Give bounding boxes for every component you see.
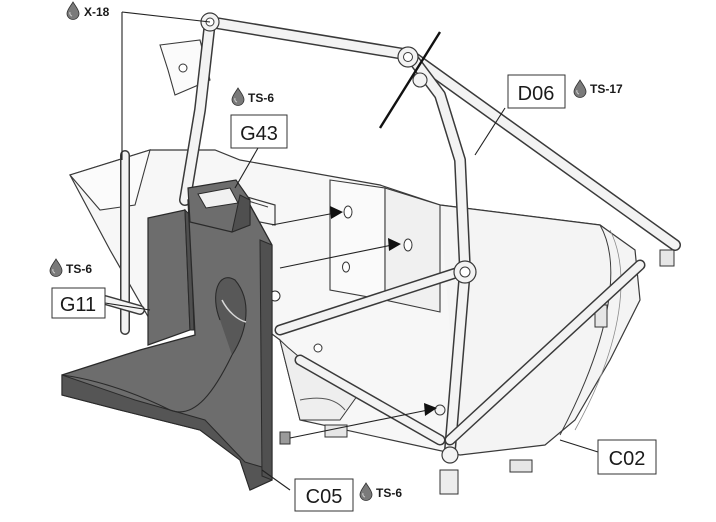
roll-cage — [100, 12, 681, 495]
part-box-d06 — [507, 74, 566, 109]
paint-code-x18: X-18 — [84, 5, 110, 19]
paint-drop-icon — [359, 482, 373, 501]
part-box-c02 — [597, 439, 657, 475]
assembly-arrows — [271, 206, 437, 439]
label-g43: TS-6 G43 — [230, 87, 288, 149]
part-box-g43 — [230, 114, 288, 149]
part-code-d06: D06 — [518, 83, 555, 105]
paint-code-ts17: TS-17 — [590, 82, 623, 96]
arrow-head-icon — [330, 206, 343, 219]
leader-lines — [104, 11, 599, 491]
paint-drop-icon — [573, 79, 587, 98]
seat-assembly — [61, 179, 291, 491]
g11-part — [147, 209, 191, 346]
paint-drop-icon — [66, 1, 80, 20]
paint-code-ts6-g43: TS-6 — [248, 91, 274, 105]
label-g11: TS-6 G11 — [49, 258, 106, 319]
cut-line — [378, 31, 442, 129]
label-c05: C05 TS-6 — [294, 478, 402, 512]
part-code-c02: C02 — [609, 448, 646, 470]
paint-drop-icon — [49, 258, 63, 277]
part-code-g11: G11 — [60, 294, 96, 316]
part-code-g43: G43 — [240, 123, 278, 145]
paint-code-ts6-c05: TS-6 — [376, 486, 402, 500]
paint-drop-icon — [231, 87, 245, 106]
arrow-head-icon — [424, 403, 437, 416]
label-d06: D06 TS-17 — [507, 74, 623, 109]
part-code-c05: C05 — [306, 486, 343, 508]
arrow-head-icon — [388, 238, 401, 251]
label-x18: X-18 — [66, 1, 110, 20]
part-box-c05 — [294, 478, 354, 512]
label-c02: C02 — [597, 439, 657, 475]
paint-code-ts6-g11: TS-6 — [66, 262, 92, 276]
part-box-g11 — [51, 287, 106, 319]
